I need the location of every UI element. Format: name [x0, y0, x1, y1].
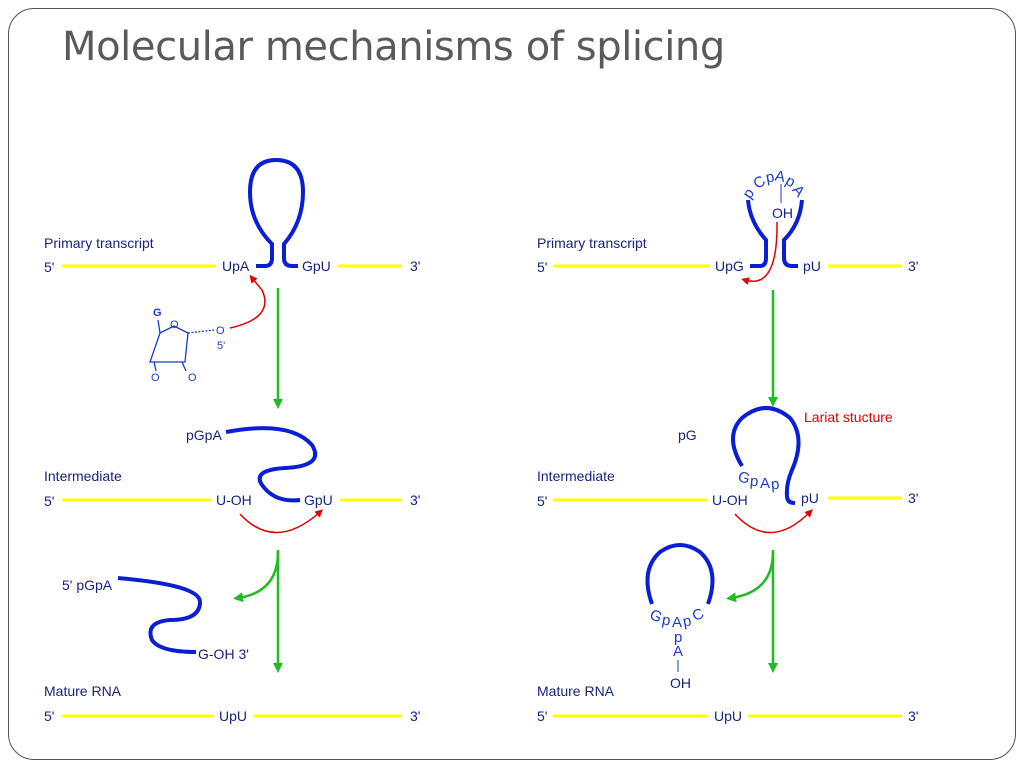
right-upu: UpU [714, 708, 742, 724]
right-free-p3: p [674, 629, 682, 646]
right-pu: pU [803, 258, 821, 274]
right-3prime-3: 3' [908, 708, 918, 724]
right-loop-p2: p [764, 168, 775, 186]
sugar-g: G [153, 307, 162, 319]
sugar-o2: O [151, 372, 160, 384]
left-excised-intron [117, 576, 203, 654]
right-intron-right-arm [782, 199, 804, 268]
left-u-oh: U-OH [216, 492, 252, 508]
right-lar-a: A [760, 475, 770, 492]
right-panel: Primary transcript 5' UpG p C p A p A OH… [537, 167, 918, 724]
right-upg: UpG [715, 258, 744, 274]
right-lar-p1: p [749, 473, 759, 491]
right-attack-arrow-2 [734, 509, 813, 534]
left-panel: Primary transcript 5' UpA GpU 3' G O O 5… [44, 157, 420, 724]
sugar-ring [149, 319, 189, 363]
right-pu-2: pU [801, 490, 819, 506]
sugar-o-ring: O [170, 319, 179, 331]
left-5prime-3: 5' [44, 708, 54, 724]
right-intermediate-label: Intermediate [537, 468, 615, 484]
right-attack-arrow-1 [741, 221, 778, 285]
right-free-c: C [690, 605, 707, 625]
sugar-5prime: 5' [217, 340, 225, 352]
left-5prime-pgpa: 5' pGpA [62, 577, 113, 593]
left-gpu: GpU [302, 258, 331, 274]
left-g-oh3: G-OH 3' [198, 646, 249, 662]
left-3prime-3: 3' [410, 708, 420, 724]
left-upa: UpA [222, 258, 250, 274]
right-3prime: 3' [908, 258, 918, 274]
left-intermediate-intron [225, 426, 318, 503]
left-attack-arrow-2 [239, 509, 323, 534]
left-intermediate-label: Intermediate [44, 468, 122, 484]
right-release-arrow [726, 551, 775, 603]
right-5prime: 5' [537, 259, 547, 275]
right-free-a2: A [673, 643, 683, 660]
right-intron-left-arm [746, 199, 768, 268]
left-primary-label: Primary transcript [44, 235, 154, 251]
left-gpu-2: GpU [304, 492, 333, 508]
right-free-lariat [645, 543, 715, 605]
right-lar-g: G [736, 468, 752, 487]
right-free-p1: p [661, 611, 672, 629]
sugar-o5: O [216, 325, 225, 337]
left-release-arrow [233, 551, 280, 603]
guanosine-sugar: G O O 5' O O [149, 307, 225, 384]
slide-title: Molecular mechanisms of splicing [62, 24, 725, 70]
right-free-p2: p [681, 612, 692, 630]
right-oh: OH [772, 205, 793, 221]
sugar-o3: O [188, 372, 197, 384]
left-5prime: 5' [44, 259, 54, 275]
right-mature-label: Mature RNA [537, 683, 615, 699]
left-mature-label: Mature RNA [44, 683, 122, 699]
right-primary-label: Primary transcript [537, 235, 647, 251]
left-pgpa: pGpA [186, 427, 222, 443]
left-5prime-2: 5' [44, 493, 54, 509]
left-intron-loop [247, 157, 306, 268]
right-u-oh: U-OH [712, 492, 748, 508]
left-3prime-2: 3' [410, 492, 420, 508]
slide-frame [8, 8, 1016, 760]
left-3prime: 3' [410, 258, 420, 274]
left-upu: UpU [219, 708, 247, 724]
right-free-oh: OH [670, 675, 691, 691]
left-attack-arrow-1 [229, 274, 266, 329]
right-3prime-2: 3' [908, 490, 918, 506]
right-lar-p2: p [770, 476, 780, 494]
right-pg: pG [678, 427, 697, 443]
right-free-a: A [672, 614, 682, 631]
right-loop-p1: p [739, 185, 758, 202]
right-lariat-label: Lariat stucture [804, 409, 893, 425]
right-5prime-3: 5' [537, 708, 547, 724]
right-lariat-loop [731, 406, 801, 497]
right-5prime-2: 5' [537, 493, 547, 509]
right-loop-a1: A [773, 167, 786, 185]
